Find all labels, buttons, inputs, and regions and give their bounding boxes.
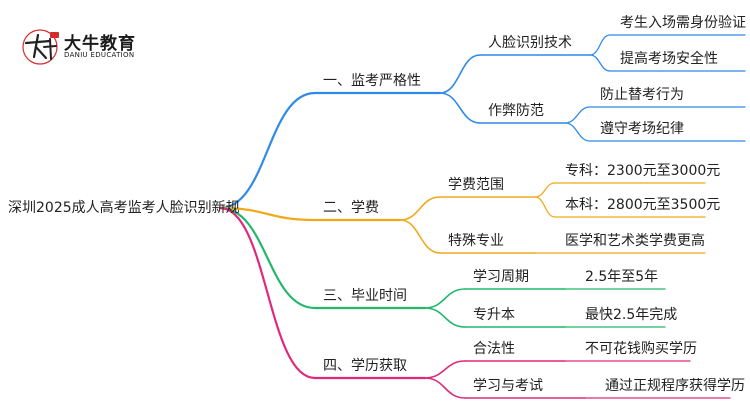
subtopic-label: 特殊专业 <box>448 233 504 249</box>
subtopic-connector <box>399 219 441 254</box>
subtopic-connector <box>439 92 481 124</box>
subtopic-connector <box>424 360 466 379</box>
leaf-label: 考生入场需身份验证 <box>620 15 746 31</box>
leaf-label: 最快2.5年完成 <box>585 307 678 323</box>
subtopic-label: 学习与考试 <box>473 378 543 394</box>
branch-label: 三、毕业时间 <box>323 288 407 304</box>
subtopic-connector <box>399 196 441 221</box>
leaf-label: 通过正规程序获得学历 <box>605 378 745 394</box>
branch-connector <box>218 206 317 310</box>
subtopic-connector <box>439 54 481 94</box>
leaf-label: 医学和艺术类学费更高 <box>565 233 705 249</box>
leaf-label: 提高考场安全性 <box>620 51 718 67</box>
leaf-label: 专科：2300元至3000元 <box>565 163 721 179</box>
leaf-connector <box>564 122 591 142</box>
logo-title: 大牛教育 <box>64 34 136 54</box>
branch-label: 一、监考严格性 <box>323 73 421 89</box>
leaf-label: 2.5年至5年 <box>585 269 659 285</box>
branch-connector <box>218 91 317 210</box>
branch-label: 二、学费 <box>323 200 379 216</box>
subtopic-connector <box>424 377 466 399</box>
subtopic-label: 作弊防范 <box>488 103 544 119</box>
leaf-connector <box>534 196 556 218</box>
leaf-label: 本科：2800元至3500元 <box>565 197 721 213</box>
branch-label: 四、学历获取 <box>323 358 407 374</box>
subtopic-label: 合法性 <box>473 341 515 357</box>
leaf-label: 不可花钱购买学历 <box>585 341 697 357</box>
mindmap-root: 深圳2025成人高考监考人脸识别新规 <box>8 200 240 216</box>
branch-connector <box>218 206 317 222</box>
leaf-connector <box>589 34 611 56</box>
subtopic-connector <box>424 288 466 309</box>
leaf-label: 遵守考场纪律 <box>600 121 684 137</box>
subtopic-label: 专升本 <box>473 307 515 323</box>
logo: 大牛教育 DANIU EDUCATION <box>20 27 170 67</box>
leaf-label: 防止替考行为 <box>600 87 684 103</box>
subtopic-label: 学习周期 <box>473 269 529 285</box>
leaf-connector <box>534 182 556 198</box>
subtopic-label: 人脸识别技术 <box>488 35 572 51</box>
leaf-connector <box>564 106 591 124</box>
subtopic-connector <box>424 307 466 328</box>
subtopic-label: 学费范围 <box>448 177 504 193</box>
leaf-connector <box>589 54 611 72</box>
branch-connector <box>218 206 317 380</box>
logo-mark-icon <box>22 29 59 65</box>
logo-subtitle: DANIU EDUCATION <box>64 51 135 59</box>
